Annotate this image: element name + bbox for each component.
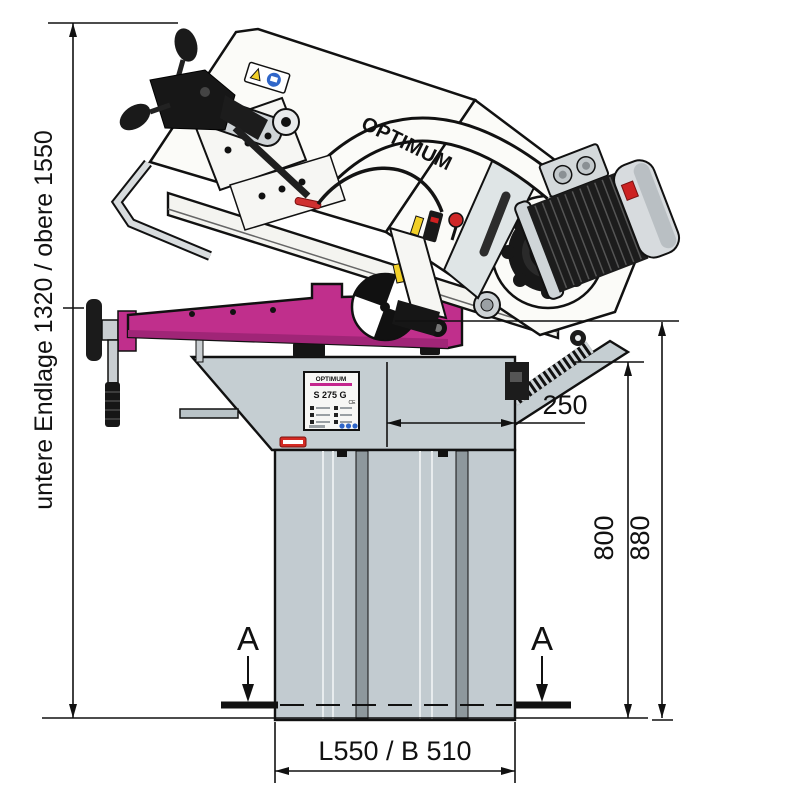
warning-sticker-red <box>279 436 307 448</box>
section-marker-left: A <box>221 620 278 709</box>
panel-button-icon[interactable] <box>339 423 345 429</box>
tension-handle[interactable] <box>115 26 311 199</box>
panel-brand-label: OPTIMUM <box>316 376 347 383</box>
blade-guide-post <box>388 226 448 320</box>
panel-button-icon[interactable] <box>352 423 358 429</box>
dim-800-label: 800 <box>589 515 619 560</box>
section-a-right-label: A <box>531 620 553 657</box>
blade-guide-block <box>392 300 440 336</box>
power-cable <box>316 166 444 213</box>
dim-footprint-label: L550 / B 510 <box>318 736 471 766</box>
section-marker-right: A <box>514 620 571 709</box>
handle-ball-top[interactable] <box>171 26 201 65</box>
dim-880: 880 <box>395 320 679 721</box>
panel-control-rows[interactable] <box>309 406 358 429</box>
dim-250: 250 <box>386 362 588 447</box>
dim-250-label: 250 <box>542 390 587 420</box>
red-knob[interactable] <box>448 212 464 228</box>
warning-triangle-icon <box>249 67 261 82</box>
dim-800: 800 <box>575 361 644 718</box>
chip-tray-handle <box>179 408 239 419</box>
handle-ball-left[interactable] <box>115 98 155 136</box>
panel-model-label: S 275 G <box>313 390 346 400</box>
base-column <box>273 448 517 722</box>
dim-footprint: L550 / B 510 <box>274 722 516 783</box>
column-stripe <box>355 450 369 720</box>
section-a-left-label: A <box>237 620 259 657</box>
panel-ce-mark: CE <box>349 400 357 406</box>
saw-head: OPTIMUM <box>110 26 681 342</box>
handwheel-disc[interactable] <box>86 299 102 361</box>
arm-handle-grip[interactable] <box>105 382 120 427</box>
saw-mount-foot <box>293 343 325 357</box>
column-stripe <box>455 450 469 720</box>
motor <box>514 143 681 300</box>
dim-880-label: 880 <box>625 515 655 560</box>
dim-left-height: untere Endlage 1320 / obere 1550 <box>30 22 178 718</box>
motor-label <box>620 180 640 201</box>
panel-button-icon[interactable] <box>345 423 352 429</box>
panel-logo-bar <box>310 383 352 386</box>
red-lever[interactable] <box>294 197 322 210</box>
dim-left-height-label: untere Endlage 1320 / obere 1550 <box>30 130 58 509</box>
limit-switch <box>422 210 444 243</box>
dimension-annotations: untere Endlage 1320 / obere 1550 880 800… <box>30 22 679 783</box>
warning-stickers <box>243 61 291 94</box>
stop-arm-shading <box>128 330 448 348</box>
control-panel: OPTIMUM S 275 G CE <box>303 371 360 431</box>
